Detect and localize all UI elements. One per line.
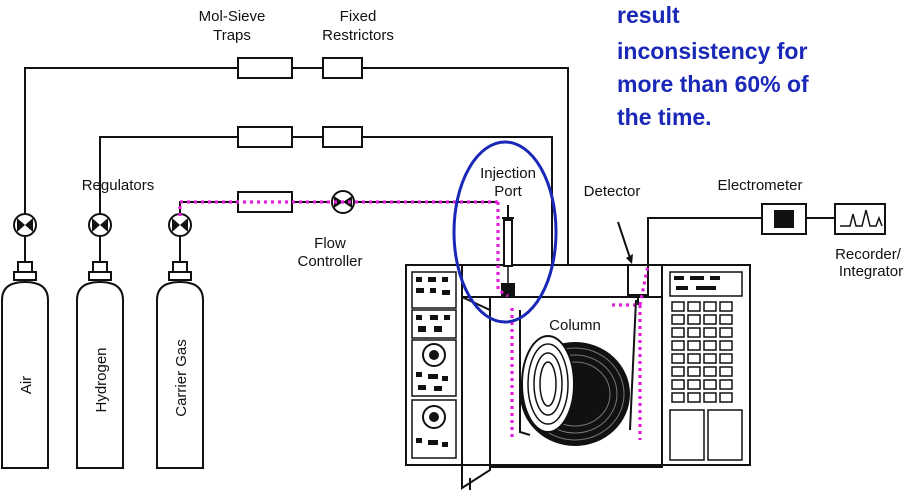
cylinder-carrier-gas: Carrier Gas — [156, 261, 204, 469]
keypad — [671, 301, 733, 403]
cylinder-air-label: Air — [18, 376, 35, 394]
note-text: result inconsistency for more than 60% o… — [617, 2, 809, 130]
fixed-restrictors-label-1: Fixed — [340, 8, 377, 25]
injection-port-label-2: Port — [494, 183, 522, 200]
column-label: Column — [549, 317, 601, 334]
fixed-restrictors-label-2: Restrictors — [322, 27, 394, 44]
mol-sieve-traps-label-2: Traps — [213, 27, 251, 44]
mol-sieve-traps — [237, 57, 293, 213]
injection-port-label-1: Injection — [480, 165, 536, 182]
regulator-air-icon — [13, 213, 37, 237]
gc-instrument — [405, 264, 751, 490]
detector-label: Detector — [584, 183, 641, 200]
detector-arrow-icon — [617, 221, 633, 264]
fixed-restrictors — [322, 57, 363, 148]
cylinder-air: Air — [1, 261, 49, 469]
electrometer — [761, 203, 807, 235]
regulator-carrier-icon — [168, 213, 192, 237]
cylinder-hydrogen: Hydrogen — [76, 261, 124, 469]
injection-port-highlight — [452, 140, 558, 324]
regulators-label: Regulators — [82, 177, 155, 194]
flow-controller-label-1: Flow — [314, 235, 346, 252]
note-line-3: more than 60% of — [617, 71, 809, 97]
cylinder-carrier-label: Carrier Gas — [173, 339, 190, 417]
recorder-integrator — [834, 203, 886, 235]
cylinder-hydrogen-label: Hydrogen — [93, 347, 110, 412]
electrometer-label: Electrometer — [717, 177, 802, 194]
recorder-label-1: Recorder/ — [835, 246, 902, 263]
column-coil — [520, 335, 630, 446]
recorder-label-2: Integrator — [839, 263, 903, 280]
mol-sieve-traps-label-1: Mol-Sieve — [199, 8, 266, 25]
note-line-2: inconsistency for — [617, 38, 807, 64]
syringe-icon — [502, 205, 514, 283]
note-line-4: the time. — [617, 104, 712, 130]
regulator-hydrogen-icon — [88, 213, 112, 237]
gas-lines — [24, 67, 835, 271]
note-line-1: result — [617, 2, 680, 28]
carrier-flow-path — [178, 200, 650, 440]
flow-controller-label-2: Controller — [297, 253, 362, 270]
regulator-stems — [24, 236, 181, 262]
